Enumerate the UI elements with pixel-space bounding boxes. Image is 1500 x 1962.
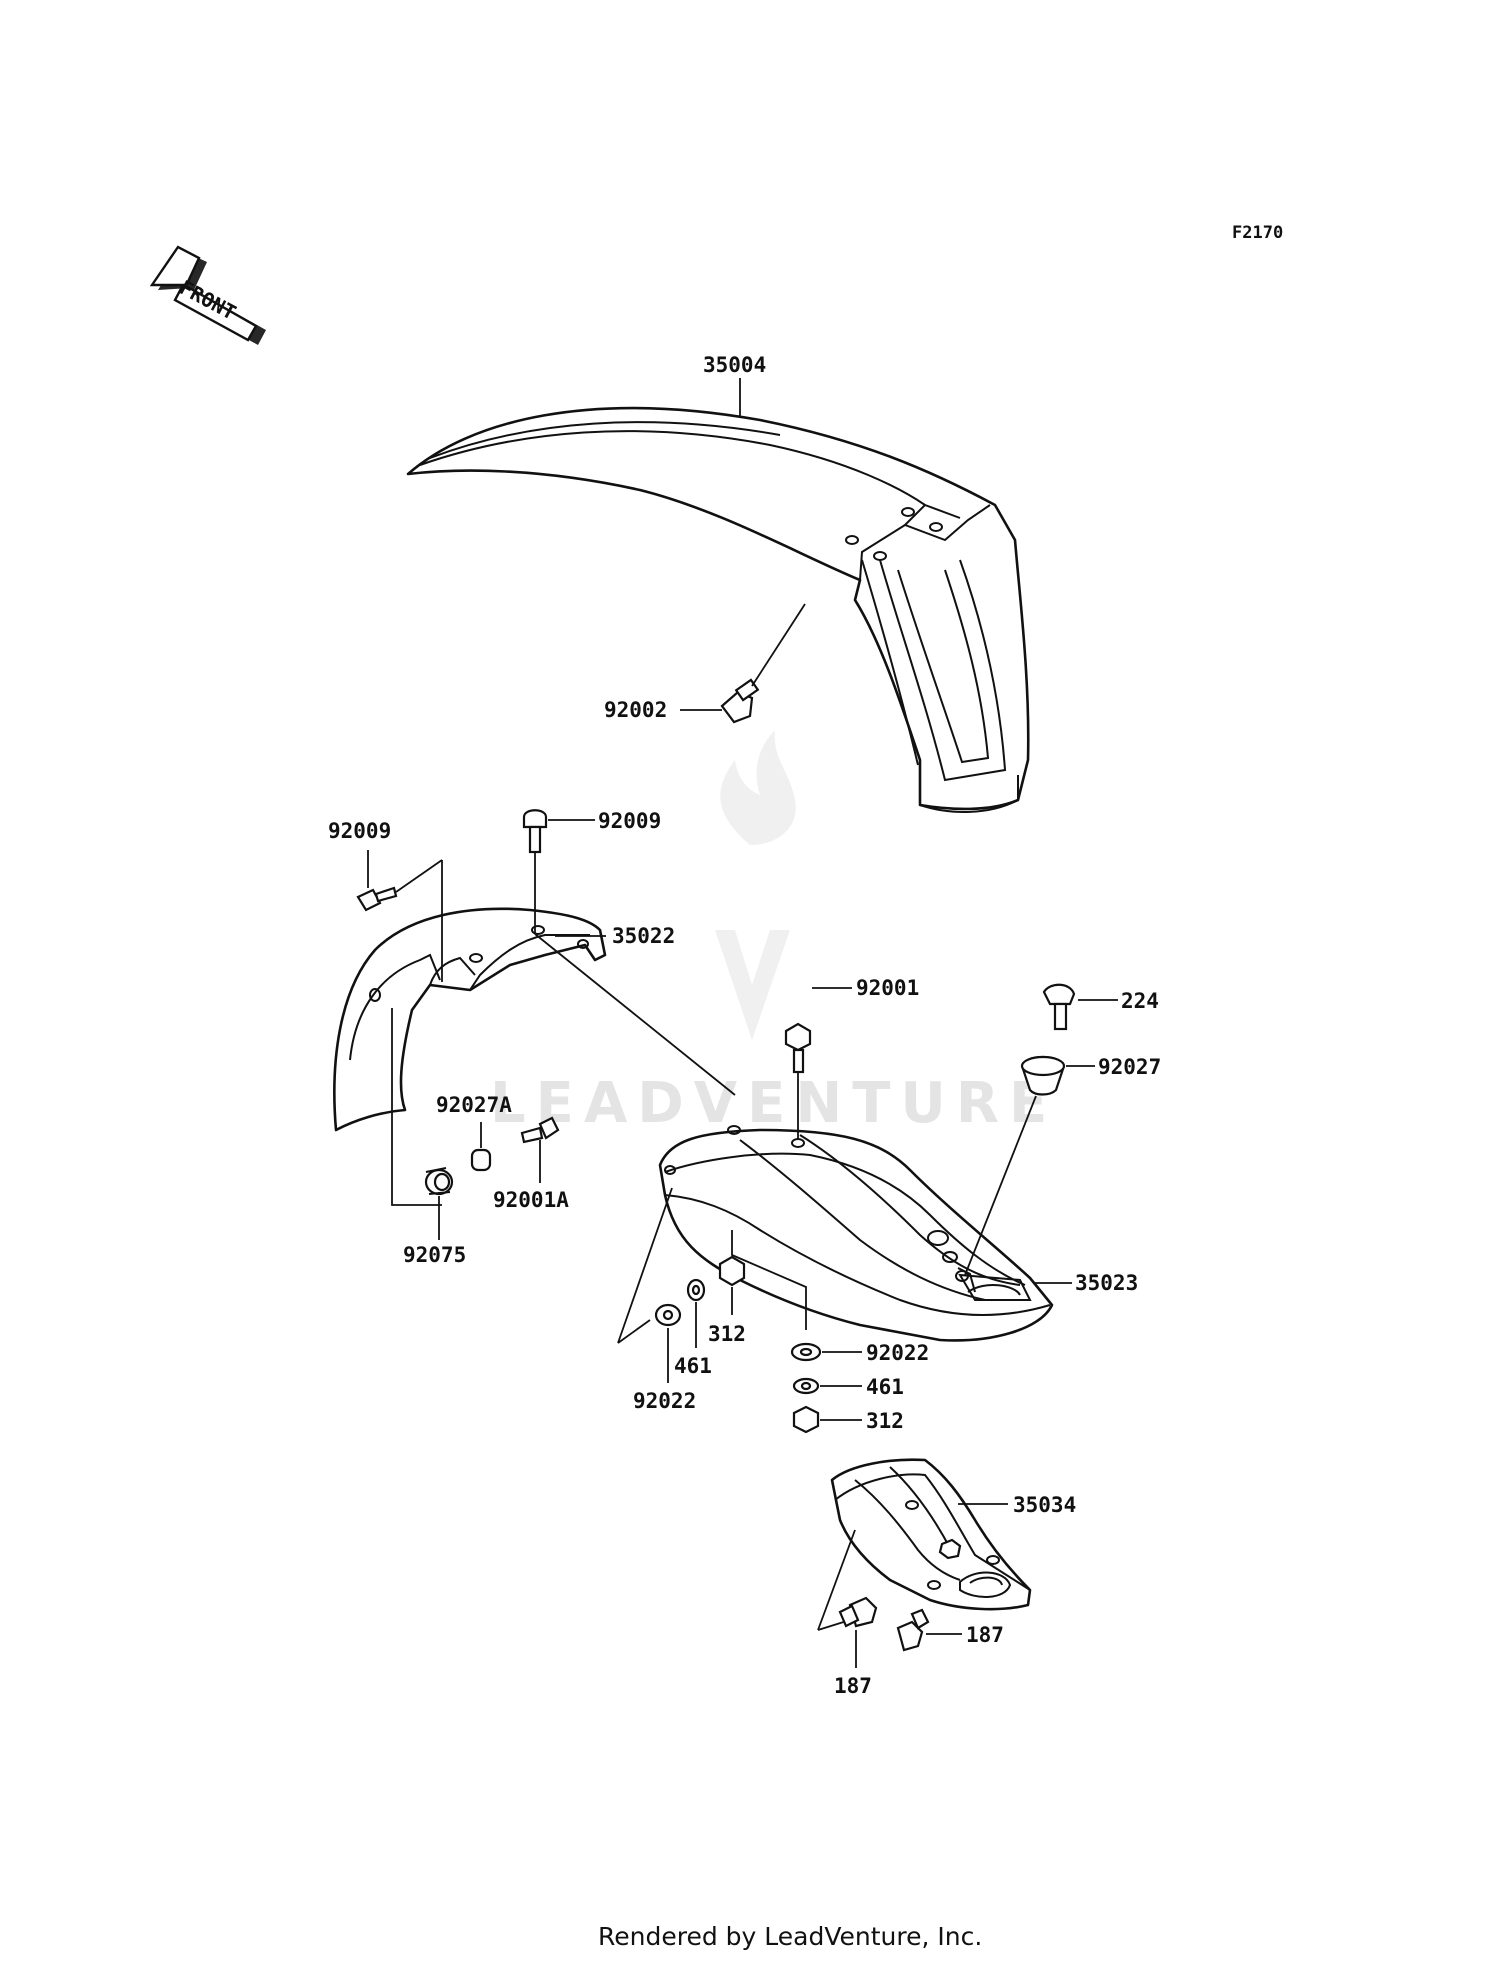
watermark-text: LEADVENTURE [490,1071,1057,1136]
watermark-logo [715,730,796,1040]
grommet-92027-icon [1020,1055,1066,1096]
bolt-92009-left-icon [356,886,398,912]
label-92009-left: 92009 [328,819,391,843]
lockwasher-461-left-icon [686,1278,706,1302]
label-92009-top: 92009 [598,809,661,833]
collar-92027a-icon [470,1148,492,1172]
bolt-224-icon [1042,983,1076,1031]
label-35004: 35004 [703,353,766,377]
label-312-left: 312 [708,1322,746,1346]
bolt-92009-top-icon [522,809,548,854]
front-arrow-icon: FRONT [149,245,266,345]
rear-flap-35022 [333,907,607,1132]
label-224: 224 [1121,989,1159,1013]
lockwasher-461-right-icon [792,1377,820,1395]
label-187-bottom: 187 [834,1674,872,1698]
label-92027a: 92027A [436,1093,512,1117]
nut-312-left-icon [718,1255,746,1287]
label-92022-right: 92022 [866,1341,929,1365]
label-92027: 92027 [1098,1055,1161,1079]
label-92001: 92001 [856,976,919,1000]
bolt-187-right-icon [896,1608,930,1652]
label-35034: 35034 [1013,1493,1076,1517]
label-461-right: 461 [866,1375,904,1399]
damper-92075-icon [424,1167,454,1196]
diagram-code: F2170 [1232,223,1283,243]
label-35022: 35022 [612,924,675,948]
rear-cover-35034 [830,1458,1032,1611]
label-92022-left: 92022 [633,1389,696,1413]
footer-credit: Rendered by LeadVenture, Inc. [598,1922,982,1951]
bolt-92001-icon [784,1022,812,1074]
label-92002: 92002 [604,698,667,722]
bolt-92001a-icon [520,1116,560,1144]
rear-fender-35023 [658,1125,1054,1342]
label-92075: 92075 [403,1243,466,1267]
label-92001a: 92001A [493,1188,569,1212]
label-461-left: 461 [674,1354,712,1378]
bolt-92002-icon [720,678,760,724]
nut-312-right-icon [792,1405,820,1434]
label-187-right: 187 [966,1623,1004,1647]
label-35023: 35023 [1075,1271,1138,1295]
bolt-187-bottom-icon [838,1596,878,1628]
label-312-right: 312 [866,1409,904,1433]
washer-92022-left-icon [654,1303,682,1327]
washer-92022-right-icon [790,1342,822,1362]
front-fender-35004 [406,406,1030,813]
